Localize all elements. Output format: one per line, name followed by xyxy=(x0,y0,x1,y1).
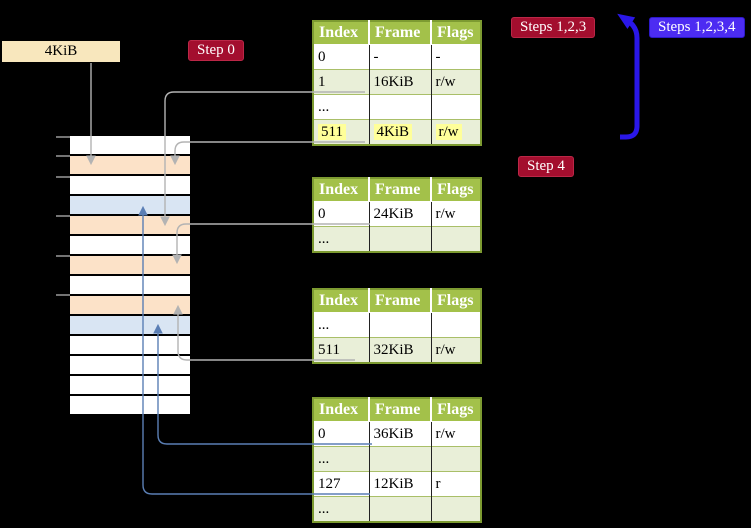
table-row-highlighted: 511 4KiB r/w xyxy=(313,119,481,145)
steps1234-badge: Steps 1,2,3,4 xyxy=(649,17,745,38)
table-row: 127 12KiB r xyxy=(313,471,481,497)
memory-row-peach xyxy=(70,214,190,234)
column-header-index: Index xyxy=(313,289,369,313)
memory-row-blue xyxy=(70,314,190,334)
table-header-row: Index Frame Flags xyxy=(313,289,481,313)
table-row: ... xyxy=(313,312,481,338)
steps-loop-arrow xyxy=(617,13,640,140)
memory-row-white xyxy=(70,394,190,414)
page-table-4: Index Frame Flags 0 36KiB r/w ... 127 12… xyxy=(312,397,482,523)
table-header-row: Index Frame Flags xyxy=(313,21,481,45)
memory-row-white xyxy=(70,354,190,374)
table-row: ... xyxy=(313,446,481,472)
column-header-index: Index xyxy=(313,178,369,202)
column-header-frame: Frame xyxy=(368,178,431,202)
memory-row-peach xyxy=(70,294,190,314)
memory-row-peach xyxy=(70,254,190,274)
column-header-index: Index xyxy=(313,21,369,45)
table-row: ... xyxy=(313,94,481,120)
memory-row-blue xyxy=(70,194,190,214)
column-header-flags: Flags xyxy=(430,289,481,313)
physical-memory-column xyxy=(70,136,190,414)
page-size-label: 4KiB xyxy=(2,41,120,62)
steps123-badge: Steps 1,2,3 xyxy=(511,17,596,38)
page-table-1: Index Frame Flags 0 - - 1 16KiB r/w ... … xyxy=(312,20,482,146)
column-header-index: Index xyxy=(313,398,369,422)
table-row: ... xyxy=(313,226,481,252)
table-row: 0 24KiB r/w xyxy=(313,201,481,227)
step4-badge: Step 4 xyxy=(518,156,574,177)
table-row: 1 16KiB r/w xyxy=(313,69,481,95)
table-row: ... xyxy=(313,496,481,522)
memory-row-white xyxy=(70,136,190,154)
table-row: 0 36KiB r/w xyxy=(313,421,481,447)
memory-row-white xyxy=(70,174,190,194)
memory-row-white xyxy=(70,374,190,394)
table-header-row: Index Frame Flags xyxy=(313,398,481,422)
column-header-flags: Flags xyxy=(430,398,481,422)
memory-row-peach xyxy=(70,154,190,174)
page-table-2: Index Frame Flags 0 24KiB r/w ... xyxy=(312,177,482,253)
page-table-3: Index Frame Flags ... 511 32KiB r/w xyxy=(312,288,482,364)
memory-address-ticks xyxy=(56,136,70,296)
column-header-frame: Frame xyxy=(368,21,431,45)
column-header-frame: Frame xyxy=(368,289,431,313)
column-header-flags: Flags xyxy=(430,178,481,202)
table-header-row: Index Frame Flags xyxy=(313,178,481,202)
memory-row-white xyxy=(70,334,190,354)
table-row: 511 32KiB r/w xyxy=(313,337,481,363)
column-header-frame: Frame xyxy=(368,398,431,422)
table-row: 0 - - xyxy=(313,44,481,70)
memory-row-white xyxy=(70,234,190,254)
column-header-flags: Flags xyxy=(430,21,481,45)
step0-badge: Step 0 xyxy=(188,40,244,61)
memory-row-white xyxy=(70,274,190,294)
